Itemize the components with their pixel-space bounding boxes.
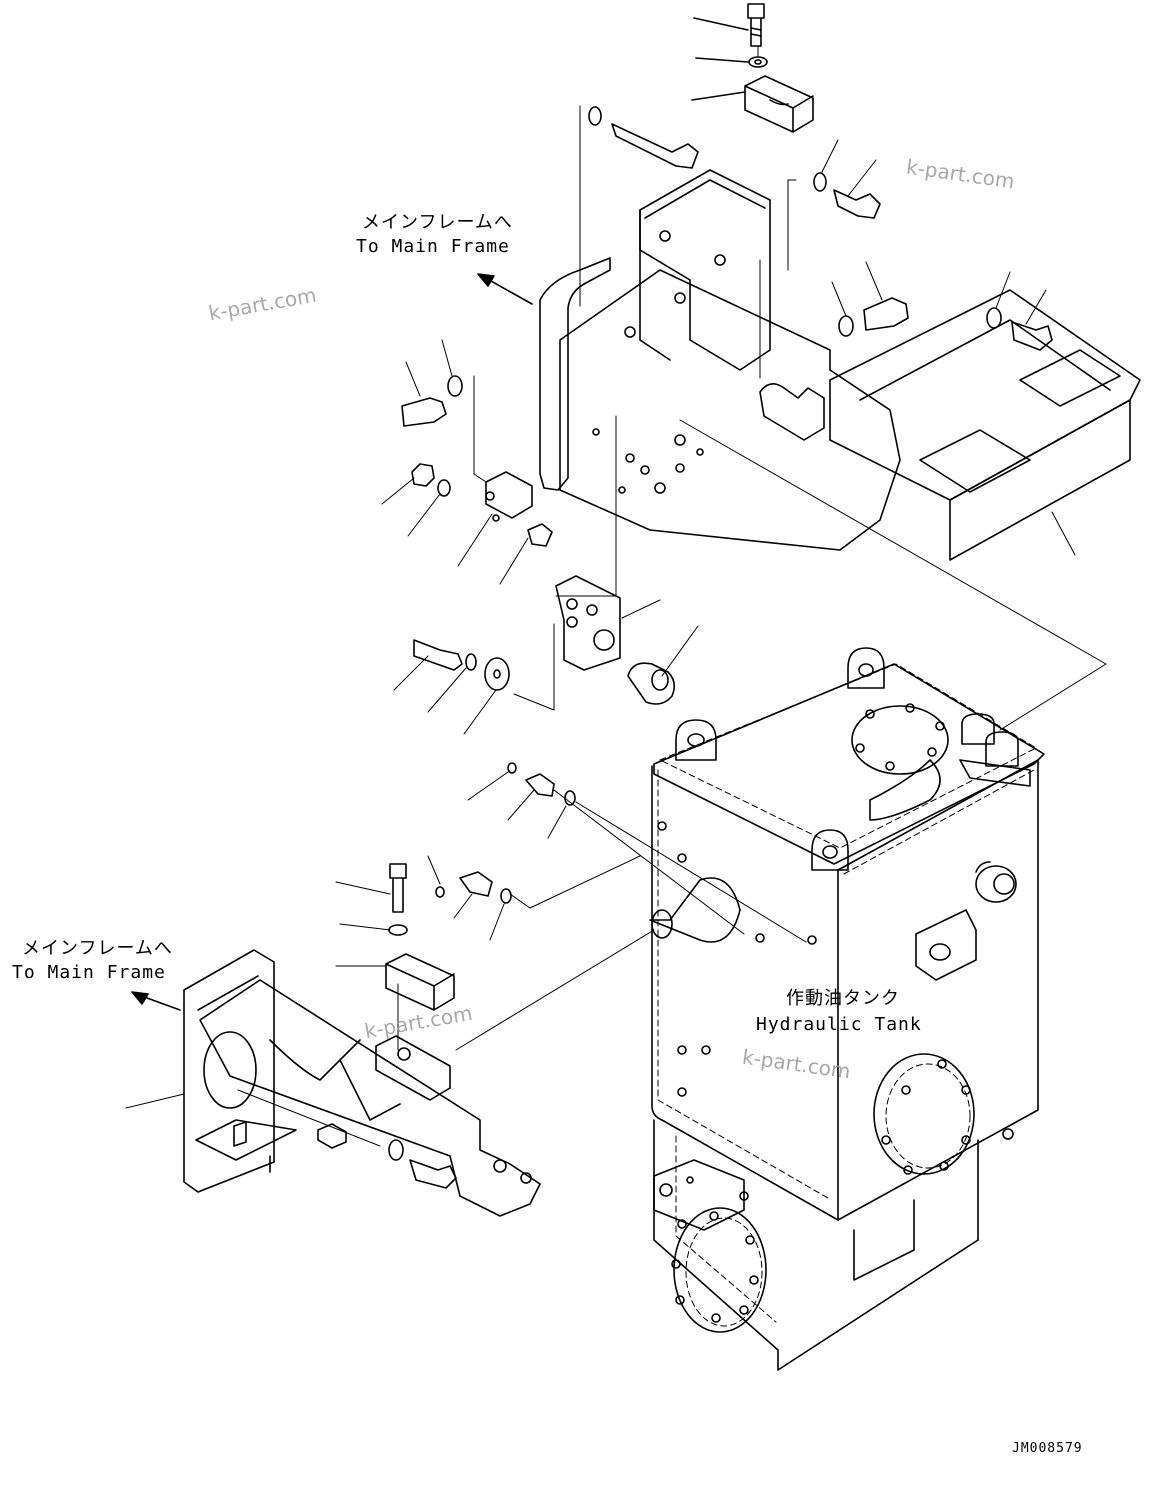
breather <box>961 713 995 745</box>
lower-bolt <box>389 863 407 913</box>
lower-left-bracket <box>125 929 655 1217</box>
horizontal-tray <box>829 289 1141 501</box>
upper-right-fasteners <box>588 106 1076 556</box>
tray-skirt <box>949 399 1131 561</box>
lower-clamp-block <box>385 953 455 1011</box>
lift-eye-3 <box>811 829 849 871</box>
mount-bracket-group <box>393 415 1107 735</box>
rubber-mount <box>627 662 676 705</box>
bolt-3 <box>863 297 909 331</box>
top-cover <box>851 705 949 775</box>
top-washer <box>748 56 768 68</box>
lower-arm <box>199 979 541 1217</box>
fitting-1 <box>525 773 555 797</box>
washer-3 <box>838 315 854 337</box>
washer-mount-2 <box>484 657 510 691</box>
o-ring-4 <box>500 888 512 904</box>
hydraulic-tank-label-en: Hydraulic Tank <box>756 1014 922 1035</box>
side-bracket <box>915 909 977 981</box>
washer-1 <box>588 106 602 126</box>
o-ring-1 <box>507 762 517 774</box>
lower-back-plate <box>183 949 275 1193</box>
upper-bracket-assembly <box>539 105 1141 561</box>
top-clamp-block <box>744 75 814 133</box>
figure-code: JM008579 <box>1012 1441 1083 1456</box>
tank-lower-section <box>653 1119 979 1371</box>
small-bracket <box>485 471 533 519</box>
hydraulic-tank <box>649 647 1045 1371</box>
bolt-left-1 <box>401 397 447 427</box>
washer-2 <box>813 172 827 192</box>
main-frame-label-top-en: To Main Frame <box>356 236 510 257</box>
lower-washer-2 <box>388 1139 404 1161</box>
long-bolt <box>611 123 699 169</box>
left-mid-fasteners <box>381 339 553 585</box>
arrow-head-top <box>477 273 495 287</box>
o-ring-3 <box>435 886 445 898</box>
side-port <box>649 877 741 943</box>
u-clip <box>527 523 553 547</box>
main-vertical-plate <box>559 269 901 551</box>
washer-left-1 <box>447 375 463 397</box>
lower-washer <box>388 924 408 936</box>
main-frame-label-top-jp: メインフレームへ <box>362 212 513 233</box>
lift-eye-2 <box>847 647 885 689</box>
bolt-2 <box>833 189 881 219</box>
lower-clamp <box>375 1035 451 1101</box>
fitting-2 <box>459 871 493 897</box>
washer-4 <box>986 307 1002 329</box>
mount-bracket <box>555 575 621 671</box>
bolt-4 <box>1011 321 1053 351</box>
upright-bracket <box>639 169 771 371</box>
arrows-to-main-frame <box>131 273 533 1011</box>
fittings <box>427 762 807 943</box>
front-lower-cover <box>673 1207 767 1333</box>
tank-top <box>653 663 1045 865</box>
side-round-cover <box>873 1053 975 1175</box>
washer-mount-1 <box>465 653 477 671</box>
tank-front <box>651 765 839 1221</box>
main-frame-label-left-jp: メインフレームへ <box>22 938 173 959</box>
top-bolt-stack <box>691 3 814 133</box>
o-ring-2 <box>564 790 576 806</box>
nut-left <box>411 463 435 487</box>
top-bolt <box>747 3 765 47</box>
tank-side <box>837 759 1039 1221</box>
bolt-mount <box>413 639 463 671</box>
side-plate <box>539 257 611 491</box>
hydraulic-tank-label-jp: 作動油タンク <box>786 988 900 1009</box>
lower-bolt-stack <box>335 863 455 1051</box>
sight-gauge <box>975 865 1017 903</box>
arrow-head-left <box>131 991 149 1005</box>
lift-eye-1 <box>675 719 717 761</box>
lower-bolt-2 <box>409 1159 457 1189</box>
washer-left-2 <box>437 479 451 497</box>
valve-block <box>653 1159 745 1231</box>
main-frame-label-left-en: To Main Frame <box>12 962 166 983</box>
